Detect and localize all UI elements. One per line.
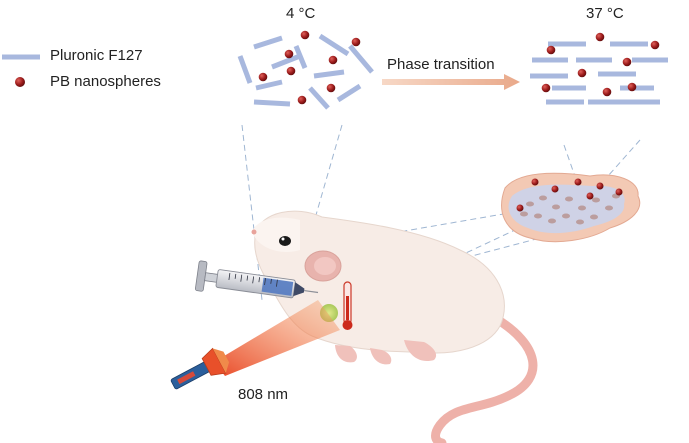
mouse-hind-paw [404,340,437,362]
laser-pointer-icon [170,347,230,390]
legend-sphere-icon [15,77,25,87]
tumor-tissue-inset [501,172,641,243]
warm-spheres [541,32,660,97]
mouse-front-paw [335,345,357,363]
warm-rods [530,41,668,105]
syringe-icon [194,260,319,299]
legend-particle-label: PB nanospheres [50,73,161,90]
mouse-eye [279,236,291,246]
cold-rods [237,33,374,110]
cold-spheres [258,30,361,105]
tissue-cells [520,193,620,225]
mouse-tail [431,313,538,443]
warm-state-cluster [530,32,668,105]
tissue-spheres [516,178,623,212]
legend [2,54,40,87]
phase-transition-label: Phase transition [387,56,495,73]
cold-state-cluster [237,30,374,110]
laser-beam [214,300,340,376]
warm-temperature-label: 37 °C [586,5,624,22]
phase-transition-arrow [382,74,520,90]
thermometer-icon [342,281,353,330]
legend-polymer-label: Pluronic F127 [50,47,143,64]
laser-wavelength-label: 808 nm [238,386,289,403]
cold-temperature-label: 4 °C [286,5,316,22]
